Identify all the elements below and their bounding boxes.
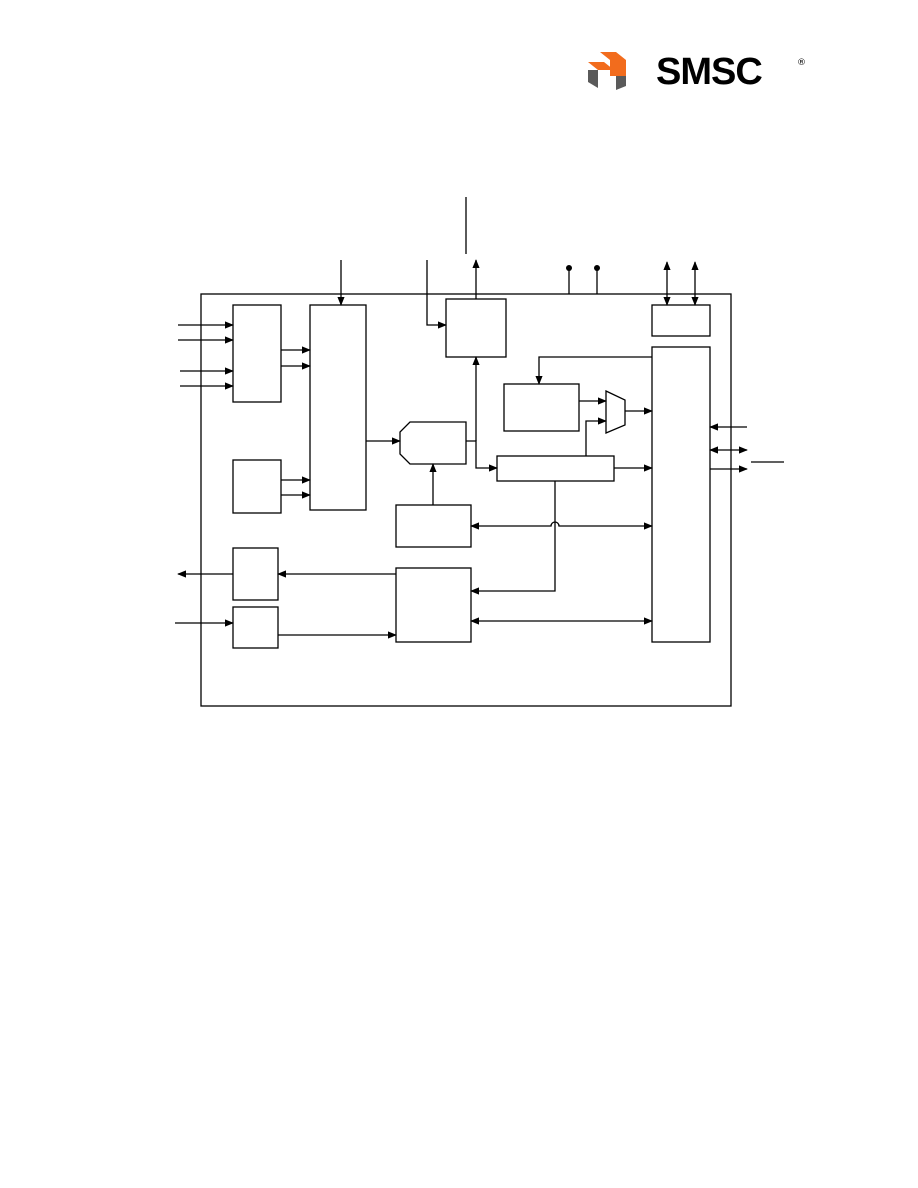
registered-mark: ® <box>797 58 806 68</box>
large-center-block <box>395 567 472 643</box>
tall-block-center-left <box>309 304 367 511</box>
top-center-block <box>445 298 507 358</box>
pin-dot <box>566 265 572 271</box>
output-block-left <box>232 547 279 601</box>
tall-right-block <box>651 346 711 643</box>
pin-dot <box>594 265 600 271</box>
mid-right-block <box>503 383 580 432</box>
top-right-small-block <box>651 304 711 337</box>
input-block-bottom-left <box>232 606 279 649</box>
lower-center-block <box>395 504 472 548</box>
horizontal-bus-block <box>496 455 615 482</box>
smsc-logo-text: SMSC <box>656 51 763 93</box>
input-block-mid-left <box>232 459 282 514</box>
mux-shape <box>399 421 467 465</box>
smsc-logo-icon <box>588 52 626 90</box>
input-block-top-left <box>232 304 282 403</box>
